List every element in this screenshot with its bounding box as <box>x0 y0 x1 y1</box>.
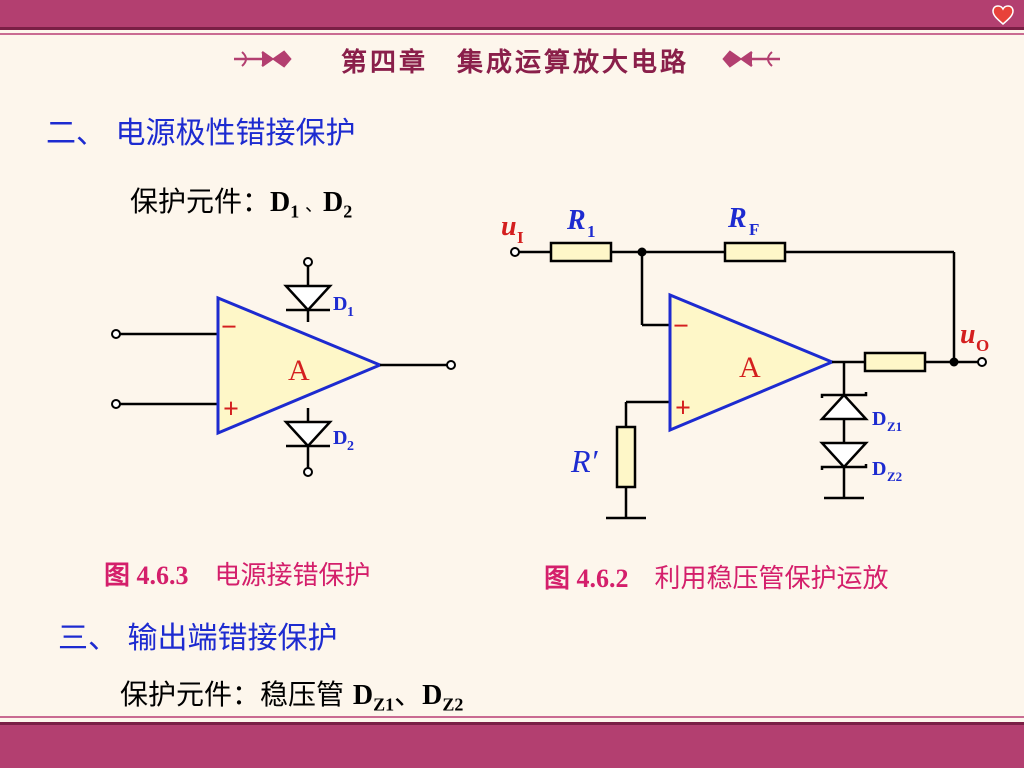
caption-right-text: 利用稳压管保护运放 <box>654 564 889 594</box>
dz2-text: D <box>872 458 886 480</box>
d1-label: D <box>270 187 291 218</box>
d2-label: D <box>322 187 344 218</box>
dz1-label: D <box>352 680 374 711</box>
chapter-title: 第四章 集成运算放大电路 <box>340 48 689 78</box>
resistor-rf <box>723 241 787 263</box>
section-heading-output: 三、 输出端错接保护 <box>58 621 338 656</box>
diode-d2 <box>283 420 333 448</box>
protection-elements-text-1: 保护元件：D1 、D2 <box>130 180 352 223</box>
ui-label-sub: I <box>517 228 524 247</box>
uo-label: u <box>960 319 976 350</box>
opamp-triangle-right <box>668 292 836 433</box>
arrow-ornament-icon-right <box>722 50 780 68</box>
ui-label: u <box>501 211 517 242</box>
zener-dz1 <box>819 393 869 421</box>
opamp-triangle-left <box>216 295 384 436</box>
dz1-text-sub: Z1 <box>887 419 902 434</box>
bottom-bar <box>0 722 1024 768</box>
rf-label: R <box>727 203 747 234</box>
top-bar <box>0 0 1024 30</box>
r1-label-sub: 1 <box>587 222 596 241</box>
bottom-divider <box>0 716 1024 718</box>
circuit-left: − + A D 1 D 2 <box>111 257 456 477</box>
uo-label-sub: O <box>976 336 989 355</box>
caption-left-text: 电源接错保护 <box>214 561 371 591</box>
sep-2: 、 <box>394 678 423 711</box>
protection-elements-text-2: 保护元件：稳压管 DZ1、DZ2 <box>120 673 463 716</box>
amp-label-left: A <box>288 354 310 387</box>
d1-text-sub: 1 <box>347 305 354 320</box>
minus-sign-right: − <box>673 311 689 342</box>
section-heading-polarity: 二、 电源极性错接保护 <box>46 116 356 151</box>
caption-right: 图 4.6.2 利用稳压管保护运放 <box>544 558 889 595</box>
amp-label-right: A <box>739 351 761 384</box>
protection-prefix: 保护元件： <box>130 185 271 218</box>
sep-1: 、 <box>299 195 323 216</box>
plus-sign-left: + <box>223 394 239 425</box>
dz2-label: D <box>422 680 443 711</box>
protection-prefix-2: 保护元件：稳压管 <box>120 678 353 711</box>
dz2-text-sub: Z2 <box>887 469 902 484</box>
zener-dz2 <box>819 441 869 469</box>
heart-icon[interactable] <box>992 5 1014 25</box>
d2-text: D <box>333 427 347 449</box>
dz1-text: D <box>872 408 886 430</box>
caption-left-num: 图 4.6.3 <box>104 561 189 590</box>
caption-right-num: 图 4.6.2 <box>544 564 629 593</box>
resistor-output <box>863 351 927 373</box>
caption-left: 图 4.6.3 电源接错保护 <box>104 555 371 592</box>
top-divider <box>0 33 1024 35</box>
dz2-sub: Z2 <box>442 694 464 715</box>
dz1-sub: Z1 <box>373 694 395 715</box>
rf-label-sub: F <box>749 220 759 239</box>
d2-text-sub: 2 <box>347 439 354 454</box>
arrow-ornament-icon-left <box>234 50 292 68</box>
plus-sign-right: + <box>675 393 691 424</box>
resistor-rprime <box>615 425 637 489</box>
rprime-label: R′ <box>570 443 599 479</box>
d1-sub: 1 <box>290 201 300 222</box>
resistor-r1 <box>549 241 613 263</box>
diode-d1 <box>283 284 333 312</box>
d1-text: D <box>333 293 347 315</box>
r1-label: R <box>566 205 586 236</box>
minus-sign-left: − <box>221 312 237 343</box>
d2-sub: 2 <box>343 201 353 222</box>
circuit-right: − + A u I R 1 R F R′ u O D Z1 D Z2 <box>501 203 989 520</box>
